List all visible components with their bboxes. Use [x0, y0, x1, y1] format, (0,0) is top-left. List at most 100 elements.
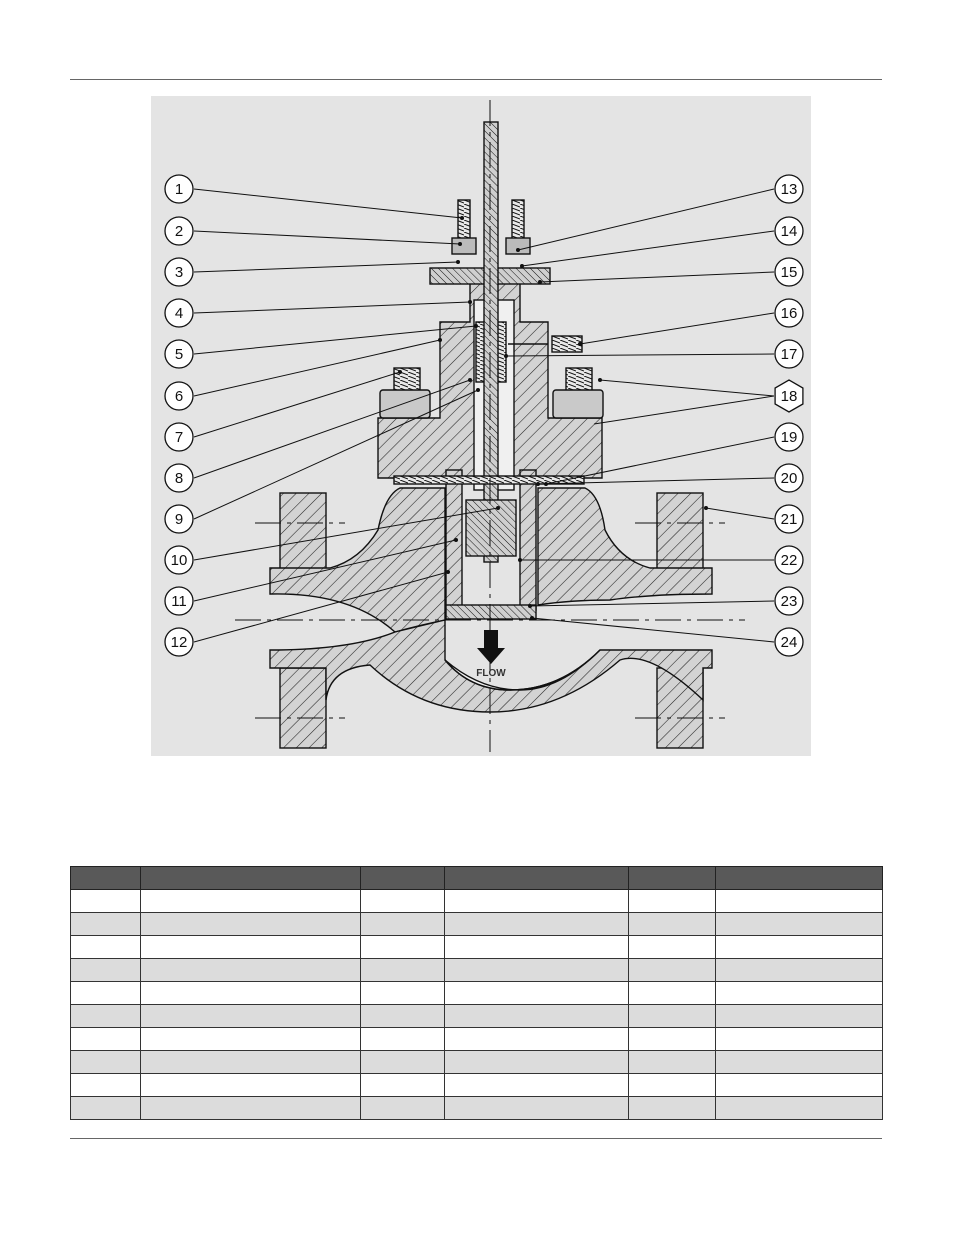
table-cell: [360, 1096, 445, 1120]
leader-line: [531, 617, 775, 643]
gland-nut-right: [505, 237, 531, 255]
callout-circle: [164, 422, 194, 452]
callout-number: 16: [781, 305, 798, 322]
callout-number: 24: [781, 634, 798, 651]
callout-circle: [774, 545, 804, 575]
table-cell: [70, 981, 141, 1005]
callout-number: 11: [171, 593, 187, 610]
body-gasket: [393, 475, 585, 485]
leader-line: [193, 379, 471, 479]
callout-number: 12: [171, 634, 188, 651]
left-flange-upper: [279, 492, 327, 574]
table-cell: [628, 1050, 716, 1074]
leader-arrow: [496, 506, 500, 510]
table-cell: [715, 981, 883, 1005]
leader-line: [521, 230, 775, 267]
valve-plug: [465, 499, 517, 557]
table-cell: [444, 935, 629, 959]
table-row: [70, 1004, 883, 1028]
table-cell: [140, 1004, 361, 1028]
table-cell: [444, 958, 629, 982]
callout-circle: [774, 216, 804, 246]
table-cell: [628, 1073, 716, 1097]
leader-arrow: [458, 242, 462, 246]
callout-hexagon: [774, 379, 804, 413]
leader-line: [193, 339, 441, 397]
leader-line: [193, 301, 471, 314]
leader-arrow: [456, 260, 460, 264]
table-cell: [628, 889, 716, 913]
callout-number: 22: [781, 552, 798, 569]
cage-right: [519, 469, 537, 611]
table-cell: [70, 935, 141, 959]
seat-ring: [445, 604, 537, 620]
header-cell: [360, 866, 445, 890]
table-cell: [140, 1096, 361, 1120]
table-cell: [715, 1073, 883, 1097]
lube-fitting: [551, 335, 583, 353]
table-cell: [140, 889, 361, 913]
table-row: [70, 958, 883, 982]
callout-circle: [774, 586, 804, 616]
table-cell: [444, 912, 629, 936]
leader-line: [193, 389, 479, 520]
leader-arrow: [530, 616, 534, 620]
gland-stud-right: [511, 199, 525, 243]
callout-number: 5: [175, 346, 183, 363]
table-cell: [360, 1050, 445, 1074]
table-cell: [444, 1096, 629, 1120]
table-cell: [444, 1027, 629, 1051]
leader-arrow: [516, 248, 520, 252]
table-cell: [444, 1050, 629, 1074]
leader-arrow: [520, 264, 524, 268]
gland-nut-left: [451, 237, 477, 255]
leader-line: [193, 539, 457, 602]
header-cell: [70, 866, 141, 890]
callout-number: 17: [781, 346, 798, 363]
leader-line: [705, 507, 775, 520]
table-row: [70, 912, 883, 936]
leader-line: [593, 395, 775, 425]
callout-number: 14: [781, 223, 798, 240]
flow-label: FLOW: [476, 668, 506, 679]
table-cell: [360, 1027, 445, 1051]
leader-arrow: [536, 482, 540, 486]
table-cell: [360, 1073, 445, 1097]
table-cell: [715, 912, 883, 936]
leader-line: [529, 600, 775, 607]
callout-number: 7: [175, 429, 183, 446]
leader-arrow: [438, 338, 442, 342]
callout-circle: [774, 339, 804, 369]
table-cell: [70, 889, 141, 913]
callout-circle: [164, 627, 194, 657]
callout-number: 20: [781, 470, 798, 487]
leader-line: [193, 261, 459, 273]
callout-number: 10: [171, 552, 188, 569]
callout-number: 21: [781, 511, 798, 528]
callout-circle: [164, 545, 194, 575]
leader-line: [193, 230, 461, 245]
callout-circle: [774, 504, 804, 534]
table-cell: [628, 1027, 716, 1051]
callout-circle: [774, 422, 804, 452]
table-row: [70, 889, 883, 913]
callout-number: 15: [781, 264, 798, 281]
table-cell: [360, 889, 445, 913]
header-cell: [140, 866, 361, 890]
table-cell: [360, 958, 445, 982]
callout-circle: [774, 298, 804, 328]
table-cell: [628, 1004, 716, 1028]
leader-arrow: [704, 506, 708, 510]
body-upper-right: [537, 487, 713, 606]
leader-line: [193, 507, 499, 561]
leader-arrow: [474, 324, 478, 328]
centerlines: [235, 100, 745, 752]
table-cell: [444, 1073, 629, 1097]
flow-arrow: [477, 630, 505, 664]
leader-line: [193, 325, 477, 355]
valve-stem: [483, 121, 499, 563]
table-cell: [140, 1050, 361, 1074]
